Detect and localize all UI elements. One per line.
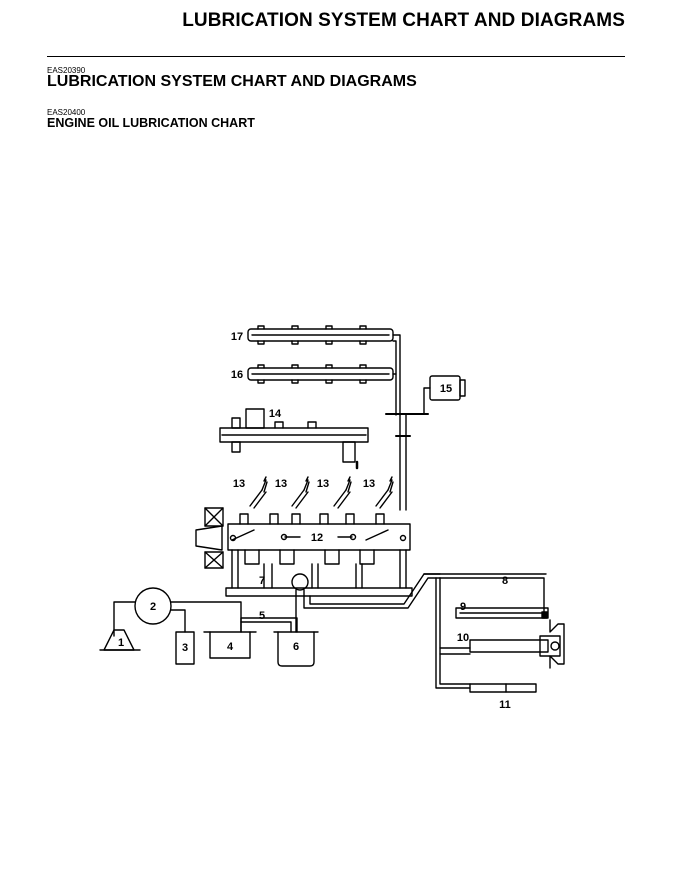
label-13b: 13 [275, 478, 287, 490]
section-code: EAS20390 [47, 66, 86, 75]
label-15: 15 [440, 383, 452, 395]
label-6: 6 [293, 641, 299, 653]
crankshaft-12 [195, 507, 411, 569]
label-13d: 13 [363, 478, 375, 490]
shift-shaft-11 [435, 577, 537, 693]
label-16: 16 [231, 369, 243, 381]
oil-cooler-6 [273, 573, 441, 667]
feed-line-8 [423, 573, 548, 619]
subsection-title: ENGINE OIL LUBRICATION CHART [47, 116, 255, 130]
label-10: 10 [457, 632, 469, 644]
label-2: 2 [150, 601, 156, 613]
label-17: 17 [231, 331, 243, 343]
label-1: 1 [118, 637, 124, 649]
oil-line-5 [240, 617, 298, 633]
cam-oil-lines [385, 334, 429, 511]
label-4: 4 [227, 641, 234, 653]
label-3: 3 [182, 642, 188, 654]
label-13a: 13 [233, 478, 245, 490]
shaft-14 [219, 408, 369, 470]
oil-strainer-1 [99, 629, 141, 651]
oil-filter-4 [203, 631, 257, 659]
camshaft-16 [247, 364, 394, 384]
label-5: 5 [259, 610, 265, 622]
label-14: 14 [269, 408, 282, 420]
camshaft-17 [247, 325, 394, 345]
main-gallery-7 [225, 549, 413, 597]
main-axle-9 [455, 607, 549, 619]
label-7: 7 [259, 575, 265, 587]
label-13c: 13 [317, 478, 329, 490]
relief-valve-3 [175, 631, 195, 665]
subsection-code: EAS20400 [47, 108, 86, 117]
page-header-title: LUBRICATION SYSTEM CHART AND DIAGRAMS [182, 10, 625, 31]
label-11: 11 [499, 699, 511, 711]
label-9: 9 [460, 601, 466, 613]
header-divider [47, 56, 625, 57]
drive-axle-10 [439, 619, 565, 669]
piston-jets-13 [249, 476, 394, 509]
label-12: 12 [311, 532, 323, 544]
oil-pump-2 [113, 587, 242, 637]
oil-switch-15 [423, 375, 466, 415]
label-8: 8 [502, 575, 508, 587]
section-title: LUBRICATION SYSTEM CHART AND DIAGRAMS [47, 73, 417, 90]
